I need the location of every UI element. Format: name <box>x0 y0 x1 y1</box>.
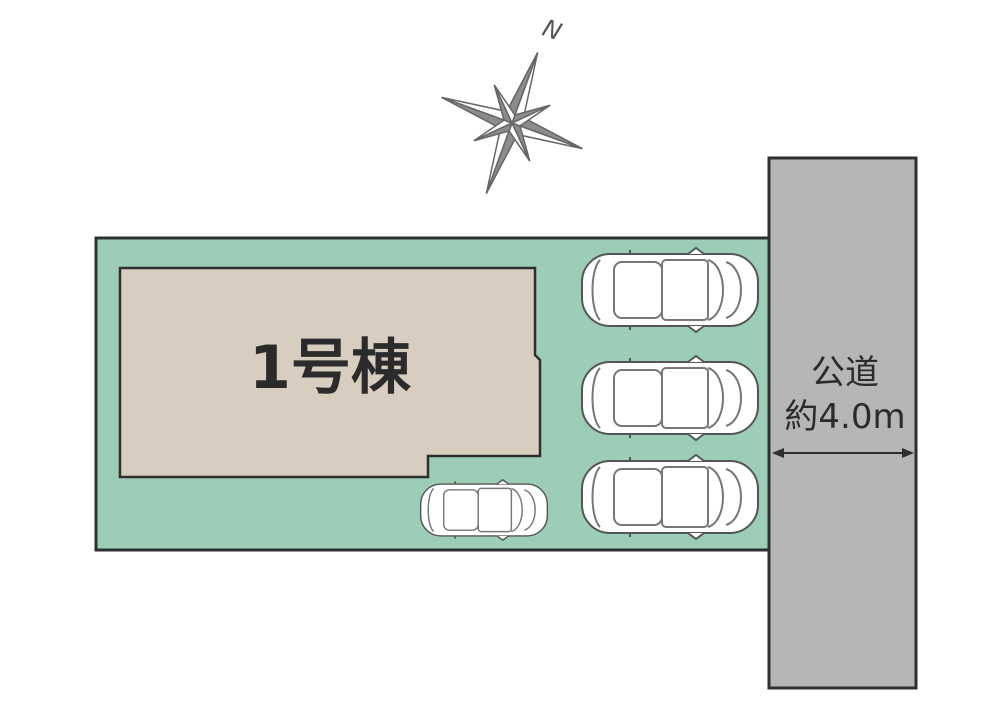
public-road <box>767 156 918 690</box>
road-width-dimension <box>772 448 914 458</box>
road-width-label: 約4.0m <box>784 397 905 437</box>
car-icon <box>581 355 759 441</box>
building-footprint <box>118 266 542 479</box>
north-label: N <box>539 14 565 46</box>
compass-rose-icon <box>441 52 583 194</box>
car-icon <box>581 454 759 540</box>
building-label: 1号棟 <box>249 333 412 403</box>
car-icon <box>419 479 549 541</box>
road-name: 公道 <box>811 353 879 393</box>
car-icon <box>581 247 759 333</box>
